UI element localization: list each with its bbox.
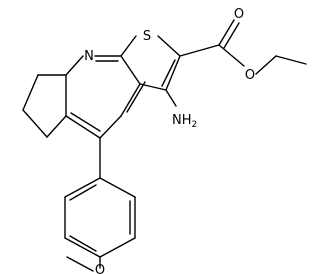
- bond: [165, 55, 181, 91]
- bond: [99, 237, 136, 258]
- bond: [69, 235, 97, 252]
- bond: [99, 177, 136, 198]
- amino-nh-text: NH: [172, 113, 192, 128]
- bond: [65, 115, 101, 139]
- bond: [99, 115, 122, 139]
- bond: [22, 109, 48, 138]
- bond: [120, 35, 137, 57]
- bond: [126, 81, 146, 113]
- bond: [275, 55, 307, 65]
- bond: [64, 237, 101, 258]
- bond: [66, 256, 94, 272]
- bond: [69, 184, 97, 201]
- nitrogen-atom-label: N: [84, 49, 94, 64]
- bond: [120, 55, 141, 85]
- sulfur-atom-label: S: [143, 29, 151, 44]
- carbonyl-oxygen-label: O: [234, 7, 244, 22]
- bond: [161, 59, 176, 87]
- bond: [218, 19, 235, 46]
- bond: [218, 44, 245, 67]
- bond: [255, 55, 277, 75]
- bond: [139, 83, 167, 91]
- bond: [22, 74, 39, 111]
- bond: [223, 22, 240, 49]
- amino-group-label: NH2: [172, 113, 197, 130]
- bond: [120, 83, 141, 117]
- bond: [64, 177, 101, 198]
- bond: [157, 35, 181, 57]
- methoxy-oxygen-label: O: [95, 263, 105, 274]
- amino-subscript-2: 2: [192, 120, 198, 130]
- bond: [179, 44, 220, 57]
- bond: [70, 112, 101, 132]
- bond: [65, 55, 84, 76]
- ester-oxygen-label: O: [245, 68, 255, 83]
- bond: [165, 89, 177, 107]
- bond: [46, 115, 67, 138]
